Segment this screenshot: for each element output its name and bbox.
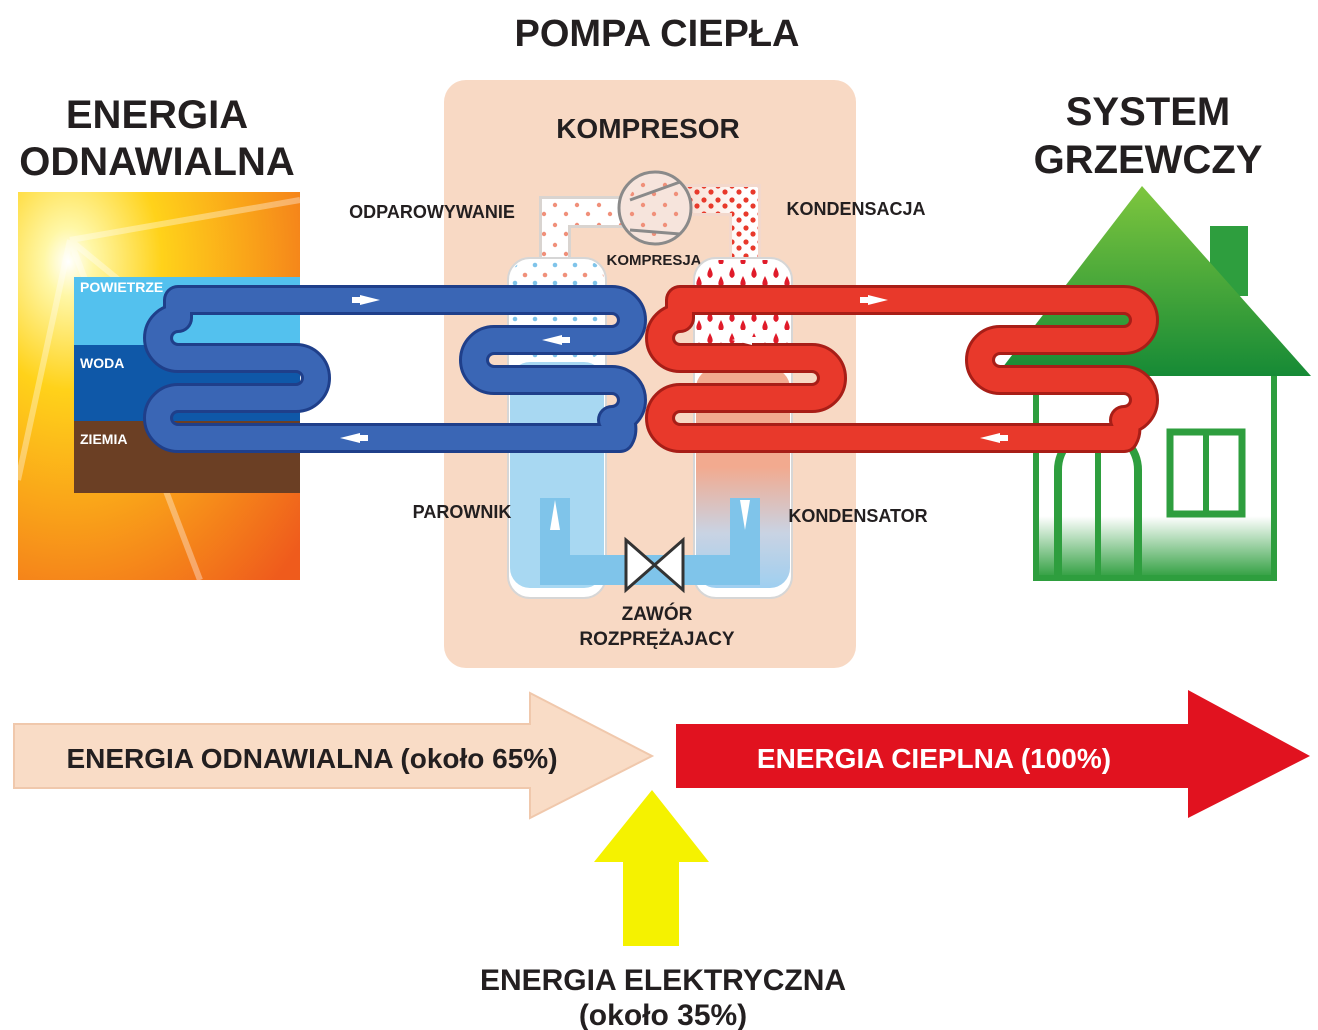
renewable-title-line1: ENERGIA <box>66 93 248 137</box>
evaporator-label: PAROWNIK <box>413 502 512 522</box>
renewable-energy-arrow <box>13 691 655 820</box>
air-label: POWIETRZE <box>80 279 163 295</box>
compression-label: KOMPRESJA <box>606 252 701 269</box>
valve-label-line2: ROZPRĘŻAJACY <box>579 629 735 650</box>
heating-title-line1: SYSTEM <box>1066 90 1230 134</box>
electric-energy-label-line2: (około 35%) <box>579 999 747 1030</box>
condenser-label: KONDENSATOR <box>788 506 927 526</box>
refrigerant-vapor-line <box>539 184 761 270</box>
compressor-label: KOMPRESOR <box>556 113 740 144</box>
renewable-title-line2: ODNAWIALNA <box>19 140 295 184</box>
electric-energy-arrow <box>594 790 709 946</box>
cold-circuit-pipe <box>143 285 647 453</box>
compressor-unit <box>617 170 693 246</box>
heating-title-line2: GRZEWCZY <box>1034 138 1263 182</box>
diagram-title: POMPA CIEPŁA <box>514 13 799 55</box>
valve-label-line1: ZAWÓR <box>622 603 693 625</box>
hot-circuit-pipe <box>645 285 1159 453</box>
thermal-energy-label: ENERGIA CIEPLNA (100%) <box>757 743 1111 774</box>
water-label: WODA <box>80 355 124 371</box>
thermal-energy-arrow <box>676 690 1310 818</box>
expansion-valve-icon <box>624 536 685 594</box>
renewable-energy-label: ENERGIA ODNAWIALNA (około 65%) <box>66 743 557 774</box>
evaporation-label: ODPAROWYWANIE <box>349 202 515 222</box>
electric-energy-label-line1: ENERGIA ELEKTRYCZNA <box>480 964 846 997</box>
condensation-label: KONDENSACJA <box>786 199 925 219</box>
ground-label: ZIEMIA <box>80 431 127 447</box>
